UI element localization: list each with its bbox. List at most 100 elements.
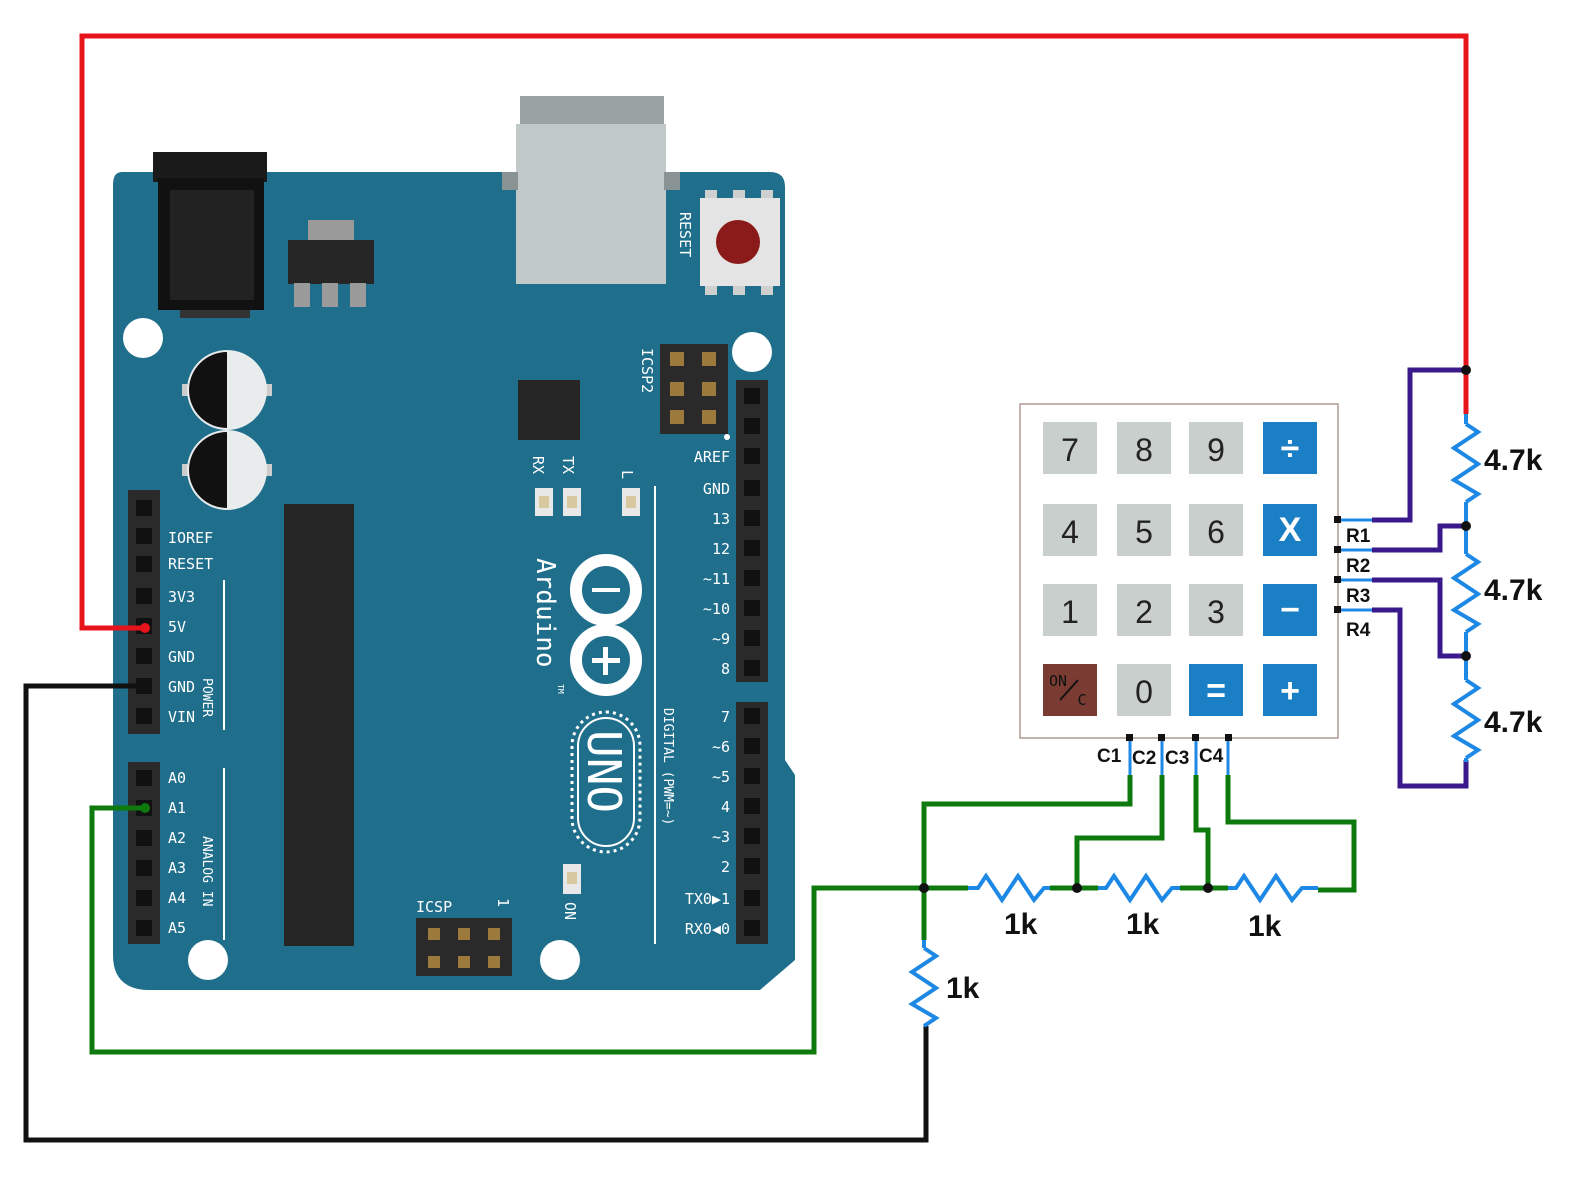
icsp2-label: ICSP2	[638, 348, 656, 393]
tx-led: TX	[559, 456, 581, 516]
row-label-r4: R4	[1346, 620, 1371, 641]
pin-label-9: ~9	[712, 630, 730, 648]
icsp-label: ICSP	[416, 898, 452, 916]
analog-pin-labels: A0 A1 A2 A3 A4 A5 ANALOG IN	[168, 768, 225, 940]
pin-label-2: 2	[721, 858, 730, 876]
key-0-label: 0	[1135, 674, 1153, 710]
digital-pin-labels-bottom: 7 ~6 ~5 4 ~3 2 TX0▶1 RX0◀0 DIGITAL (PWM=…	[660, 708, 730, 938]
keypad-pin-stubs	[1128, 518, 1372, 775]
key-3-label: 3	[1207, 594, 1225, 630]
atmega-chip	[284, 504, 354, 946]
key-9[interactable]	[1189, 422, 1243, 474]
pullup-resistors	[1450, 414, 1482, 762]
arduino-uno-board: RESET	[113, 96, 795, 990]
row-wires	[1372, 367, 1469, 789]
pin-label-a1: A1	[168, 799, 186, 817]
rx-label: RX	[529, 456, 547, 474]
board-outline	[113, 172, 795, 990]
pin-label-gnd3: GND	[703, 480, 730, 498]
key-multiply[interactable]	[1263, 504, 1317, 556]
trademark-text: TM	[556, 684, 565, 694]
row-label-r2: R2	[1346, 556, 1370, 577]
pin-label-vin: VIN	[168, 708, 195, 726]
pin-label-a0: A0	[168, 769, 186, 787]
pullup-resistor-3-value: 4.7k	[1484, 706, 1543, 739]
key-5-label: 5	[1135, 514, 1153, 550]
col-label-c1: C1	[1097, 746, 1122, 767]
pin-label-8: 8	[721, 660, 730, 678]
arduino-logo: Arduino TM	[530, 554, 642, 696]
key-equals[interactable]	[1189, 664, 1243, 716]
pin-label-rx0: RX0◀0	[685, 920, 730, 938]
pin-label-5v: 5V	[168, 618, 186, 636]
row-label-r3: R3	[1346, 586, 1370, 607]
uno-text: UNO	[577, 730, 631, 813]
key-4[interactable]	[1043, 504, 1097, 556]
on-label: ON	[561, 902, 579, 920]
digital-header-bottom	[736, 702, 768, 944]
wire-gnd	[23, 683, 929, 1143]
pin-label-a2: A2	[168, 829, 186, 847]
pin-label-a5: A5	[168, 919, 186, 937]
key-equals-label: =	[1206, 672, 1226, 710]
analog-header	[128, 762, 160, 944]
key-1[interactable]	[1043, 584, 1097, 636]
key-divide-label: ÷	[1281, 430, 1300, 468]
reset-label: RESET	[676, 212, 694, 257]
pin-label-gnd1: GND	[168, 648, 195, 666]
pin-label-reset: RESET	[168, 555, 213, 573]
analog-group-label: ANALOG IN	[199, 836, 214, 906]
brand-text: Arduino	[530, 558, 560, 668]
pin-label-tx1: TX0▶1	[685, 890, 730, 908]
key-on-label: ON	[1049, 672, 1067, 690]
keypad-col-pins	[1126, 734, 1232, 741]
key-6[interactable]	[1189, 504, 1243, 556]
digital-header-top	[736, 380, 768, 682]
capacitor	[182, 350, 272, 430]
power-pin-labels: IOREF RESET 3V3 5V GND GND VIN POWER	[168, 529, 225, 730]
mounting-hole	[732, 332, 772, 372]
key-1-label: 1	[1061, 594, 1079, 630]
junction-dots	[919, 365, 1471, 893]
digital-pin-labels-top: AREF GND 13 12 ~11 ~10 ~9 8	[694, 448, 730, 678]
wire-5v	[79, 33, 1469, 631]
pin-label-10: ~10	[703, 600, 730, 618]
icsp-header: ICSP 1	[416, 898, 512, 976]
key-7[interactable]	[1043, 422, 1097, 474]
key-divide[interactable]	[1263, 422, 1317, 474]
on-led: ON	[561, 864, 581, 920]
digital-group-label: DIGITAL (PWM=~)	[660, 708, 675, 825]
key-plus[interactable]	[1263, 664, 1317, 716]
key-6-label: 6	[1207, 514, 1225, 550]
key-2[interactable]	[1117, 584, 1171, 636]
key-3[interactable]	[1189, 584, 1243, 636]
pin-label-4: 4	[721, 798, 730, 816]
bottom-resistor-value: 1k	[946, 972, 980, 1005]
pin-contact-5v	[140, 623, 150, 633]
key-7-label: 7	[1061, 432, 1079, 468]
power-header	[128, 490, 160, 734]
pin-label-aref: AREF	[694, 448, 730, 466]
keypad-row-pins	[1334, 516, 1341, 613]
key-minus[interactable]	[1263, 584, 1317, 636]
key-8[interactable]	[1117, 422, 1171, 474]
power-group-label: POWER	[199, 678, 214, 717]
pin-label-3v3: 3V3	[168, 588, 195, 606]
key-0[interactable]	[1117, 664, 1171, 716]
col-label-c3: C3	[1165, 748, 1189, 769]
l-label: L	[618, 470, 636, 479]
pin-contact-a1	[140, 803, 150, 813]
ladder-resistors	[968, 872, 1318, 904]
ladder-resistor-2-value: 1k	[1126, 908, 1160, 941]
key-plus-label: +	[1280, 672, 1300, 710]
pin-label-ioref: IOREF	[168, 529, 213, 547]
key-9-label: 9	[1207, 432, 1225, 468]
key-5[interactable]	[1117, 504, 1171, 556]
pullup-resistor-1-value: 4.7k	[1484, 444, 1543, 477]
pin-label-gnd2: GND	[168, 678, 195, 696]
icsp2-header: ICSP2	[638, 344, 730, 440]
keypad-4x4: 7 8 9 ÷ 4 5 6 X 1 2 3 − ON C 0 = +	[1019, 403, 1372, 775]
reset-button: RESET	[676, 190, 780, 295]
key-c-label: C	[1077, 691, 1086, 709]
